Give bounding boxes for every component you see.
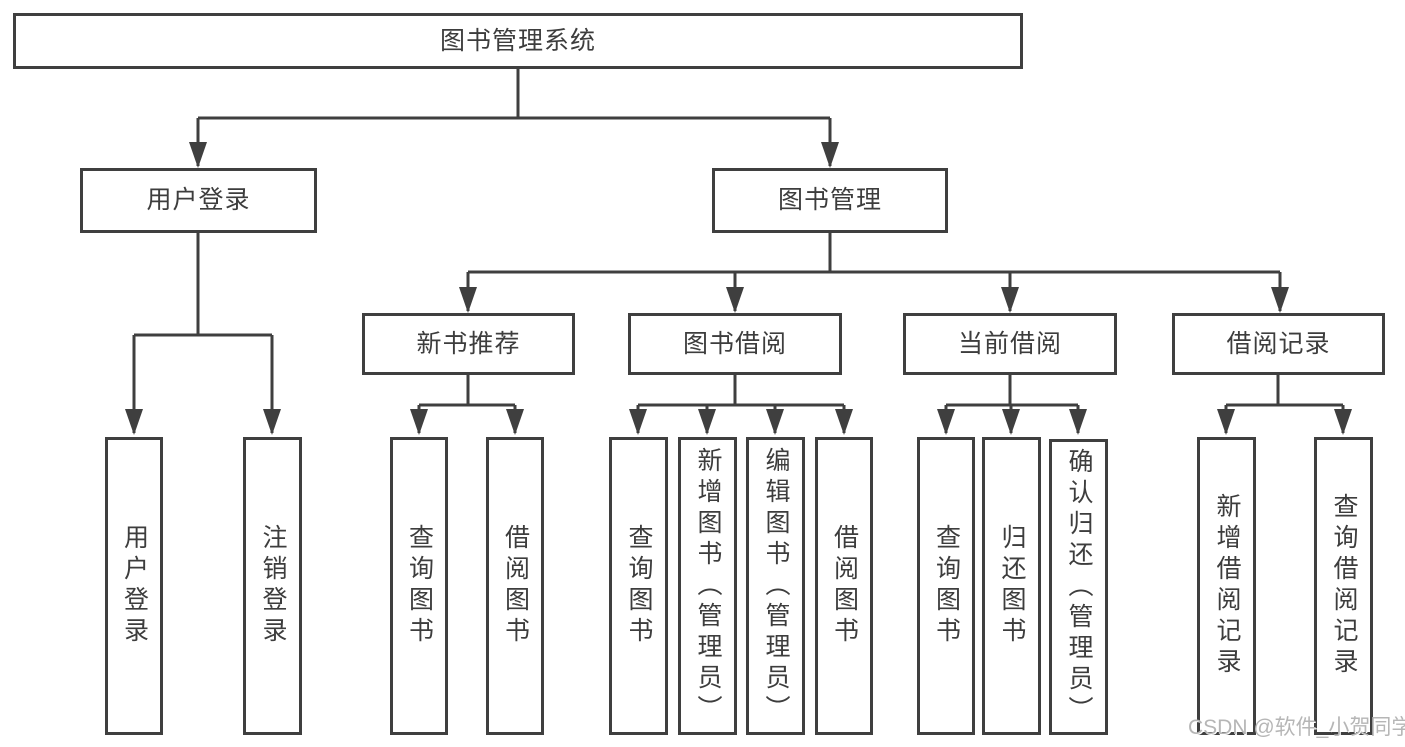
- leaf-bb-query-books: 查询图书: [609, 437, 668, 735]
- leaf-br-add-record: 新增借阅记录: [1197, 437, 1256, 735]
- node-root: 图书管理系统: [13, 13, 1023, 69]
- connector-book-management: [468, 233, 1280, 274]
- node-new-book-recommend-label: 新书推荐: [416, 329, 521, 358]
- node-book-borrow-label: 图书借阅: [682, 329, 787, 358]
- node-book-borrow: 图书借阅: [628, 313, 842, 375]
- node-user-login: 用户登录: [80, 168, 317, 233]
- connector-borrow-records: [1226, 375, 1343, 407]
- leaf-br-add-record-label: 新增借阅记录: [1213, 493, 1241, 679]
- leaf-logout-login: 注销登录: [243, 437, 302, 735]
- leaf-bb-edit-books-admin: 编辑图书（管理员）: [746, 437, 805, 735]
- leaf-user-login: 用户登录: [105, 437, 163, 735]
- node-book-management: 图书管理: [712, 168, 948, 233]
- leaf-bb-query-books-label: 查询图书: [625, 524, 653, 648]
- node-new-book-recommend: 新书推荐: [362, 313, 575, 375]
- leaf-nb-borrow-books-label: 借阅图书: [501, 524, 530, 648]
- leaf-nb-query-books-label: 查询图书: [405, 524, 434, 648]
- leaf-user-login-label: 用户登录: [120, 524, 149, 648]
- leaf-bb-borrow-books: 借阅图书: [815, 437, 873, 735]
- node-borrow-records: 借阅记录: [1172, 313, 1385, 375]
- connector-user-login: [134, 233, 272, 337]
- csdn-watermark: CSDN @软件_小贺同学: [1188, 716, 1405, 739]
- connector-book-borrow: [638, 375, 844, 407]
- connector-root: [198, 69, 830, 120]
- leaf-logout-login-label: 注销登录: [259, 524, 287, 648]
- node-current-borrow: 当前借阅: [903, 313, 1117, 375]
- leaf-cb-return-books: 归还图书: [982, 437, 1041, 735]
- leaf-br-query-record: 查询借阅记录: [1314, 437, 1373, 735]
- node-book-management-label: 图书管理: [777, 186, 882, 214]
- node-user-login-label: 用户登录: [146, 186, 251, 214]
- leaf-bb-borrow-books-label: 借阅图书: [830, 524, 859, 648]
- leaf-nb-borrow-books: 借阅图书: [486, 437, 544, 735]
- leaf-bb-add-books-admin: 新增图书（管理员）: [678, 437, 737, 735]
- leaf-bb-edit-books-admin-label: 编辑图书（管理员）: [762, 446, 790, 726]
- node-current-borrow-label: 当前借阅: [957, 329, 1062, 358]
- connector-new-book-recommend: [419, 375, 515, 407]
- leaf-cb-query-books-label: 查询图书: [932, 524, 961, 648]
- leaf-cb-query-books: 查询图书: [917, 437, 975, 735]
- leaf-bb-add-books-admin-label: 新增图书（管理员）: [694, 446, 722, 726]
- leaf-cb-return-books-label: 归还图书: [998, 524, 1026, 648]
- node-root-label: 图书管理系统: [439, 26, 596, 55]
- leaf-cb-confirm-return-admin-label: 确认归还（管理员）: [1065, 447, 1093, 727]
- leaf-nb-query-books: 查询图书: [390, 437, 448, 735]
- leaf-br-query-record-label: 查询借阅记录: [1330, 493, 1358, 679]
- node-borrow-records-label: 借阅记录: [1226, 329, 1331, 358]
- connector-current-borrow: [946, 375, 1078, 407]
- leaf-cb-confirm-return-admin: 确认归还（管理员）: [1049, 439, 1108, 735]
